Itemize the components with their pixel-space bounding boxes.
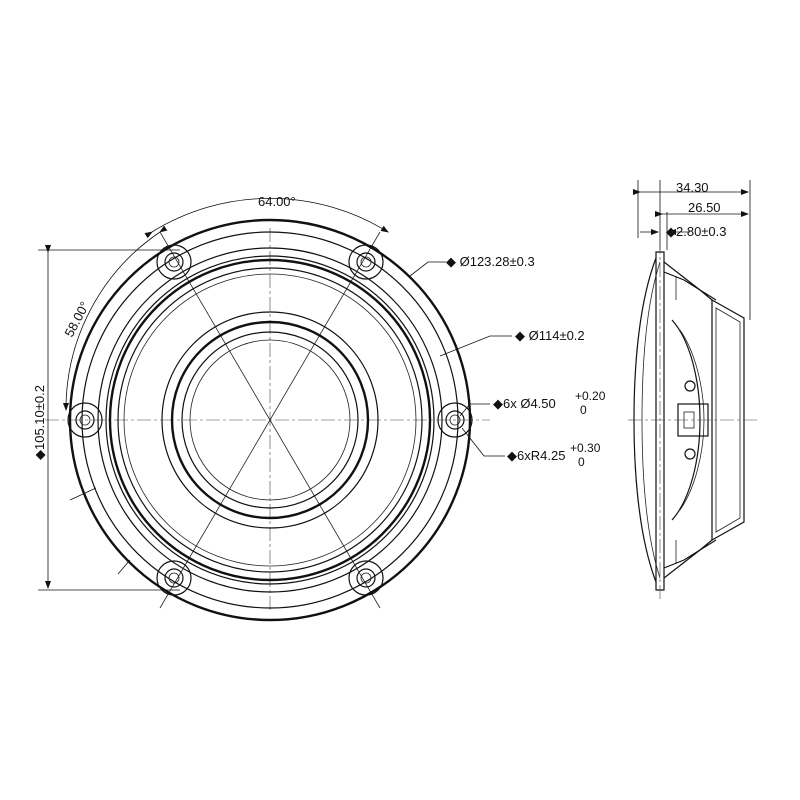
side-view: 34.30 26.50 ◆2.80±0.3 [628, 180, 760, 600]
angle-arc-left [62, 225, 168, 411]
angle-ext-line [69, 487, 97, 501]
surround-outer [105, 255, 435, 585]
leader-inner-diameter [439, 335, 512, 357]
total-depth-label: 34.30 [676, 180, 709, 195]
mounting-hole-2 [348, 244, 384, 280]
leader-radius [461, 427, 505, 457]
leader-outer-diameter [409, 261, 446, 277]
radius-callout: ◆6xR4.25 [507, 448, 565, 463]
surround-inner [117, 267, 423, 573]
flange-thickness-label: ◆2.80±0.3 [666, 224, 727, 239]
cone-outer-edge [123, 273, 417, 567]
frame-outer-edge [68, 218, 472, 622]
height-dim-label: ◆105.10±0.2 [32, 385, 47, 460]
mounting-hole-5 [156, 560, 192, 596]
frame-ring [97, 247, 443, 593]
basket-bottom-arm [663, 539, 713, 579]
angle-left-label: 58.00° [61, 299, 92, 339]
angle-arc-top [144, 197, 389, 239]
basket-top-arm [663, 261, 713, 301]
hole-tolerance-upper: +0.20 [575, 389, 606, 403]
surround-ring [108, 258, 432, 582]
hole-diameter-callout: ◆6x Ø4.50 [493, 396, 556, 411]
dustcap-center [189, 339, 351, 501]
terminal-screw-top [684, 380, 696, 392]
mounting-hole-4 [437, 402, 473, 438]
inner-diameter-callout: ◆ Ø114±0.2 [515, 328, 585, 343]
angle-ext-line-2 [117, 559, 131, 575]
cone-step [161, 311, 379, 529]
dustcap-edge [170, 320, 370, 520]
front-view: 64.00° 58.00° ◆105.10±0.2 ◆ Ø123.28±0.3 … [32, 194, 606, 622]
basket-bottom-arm-2 [663, 539, 717, 569]
outer-diameter-callout: ◆ Ø123.28±0.3 [446, 254, 535, 269]
body-depth-label: 26.50 [688, 200, 721, 215]
angle-top-label: 64.00° [258, 194, 296, 209]
radius-tolerance-lower: 0 [578, 455, 585, 469]
basket-top-arm-2 [663, 271, 717, 301]
motor-housing [711, 298, 745, 542]
mounting-hole-6 [348, 560, 384, 596]
diagonal-line-2 [159, 231, 381, 609]
motor-housing-inner [715, 307, 741, 533]
leader-hole-diameter [459, 403, 490, 417]
frame-flange-profile [655, 251, 665, 591]
terminal-screw-bottom [684, 448, 696, 460]
hole-tolerance-lower: 0 [580, 403, 587, 417]
dustcap-inner [181, 331, 359, 509]
radius-tolerance-upper: +0.30 [570, 441, 601, 455]
